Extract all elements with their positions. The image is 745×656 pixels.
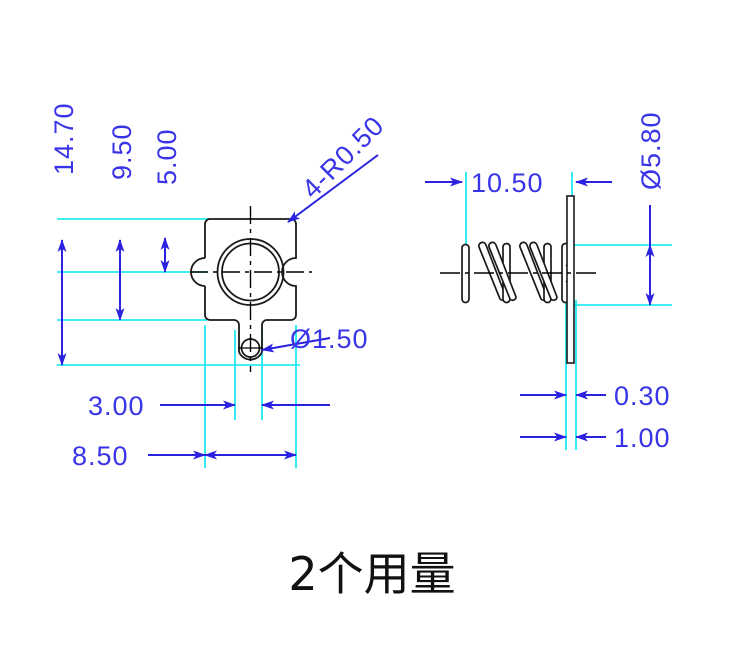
- side-plate-rect: [566, 195, 575, 364]
- dimension-lines: [57, 154, 655, 460]
- spring-coil-diag-4: [529, 241, 558, 302]
- dim-label-3-00: 3.00: [88, 391, 145, 421]
- spring-coil-1a: [478, 241, 507, 302]
- dim-label-0-30: 0.30: [614, 381, 671, 411]
- leader-dia-1-50: [261, 337, 331, 353]
- side-view-extra-coils: [488, 241, 558, 302]
- spring-coil-2a: [519, 241, 548, 302]
- side-plate: [566, 195, 575, 364]
- dim-label-14-70: 14.70: [49, 102, 79, 175]
- dim-label-1-00: 1.00: [614, 423, 671, 453]
- leader-4-r050: [287, 154, 379, 223]
- dim-label-10-50: 10.50: [471, 168, 544, 198]
- front-view-centerlines: [190, 206, 312, 372]
- dim-label-9-50: 9.50: [107, 123, 137, 180]
- drawing-caption: 2个用量: [288, 547, 455, 601]
- dim-label-dia-1-50: Ø1.50: [290, 324, 369, 354]
- dim-label-8-50: 8.50: [72, 441, 129, 471]
- spring-coil-diag-2: [488, 241, 517, 302]
- dim-label-dia-5-80: Ø5.80: [636, 111, 666, 190]
- dim-label-5-00: 5.00: [152, 128, 182, 185]
